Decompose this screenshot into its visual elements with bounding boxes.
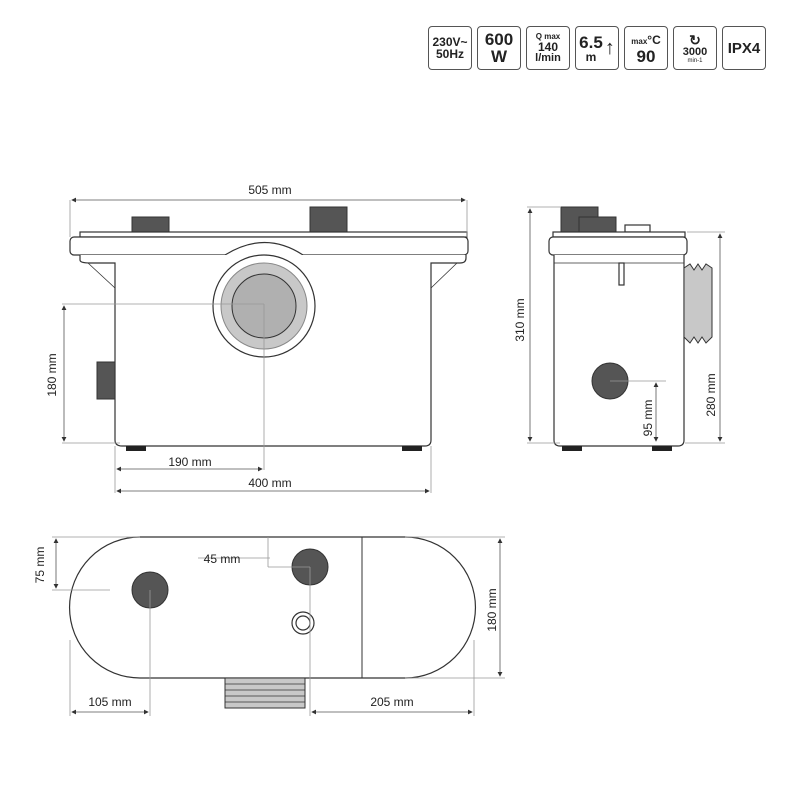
temperature-badge: max°C 90 bbox=[624, 26, 668, 70]
side-body bbox=[553, 255, 685, 447]
side-foot-right bbox=[652, 446, 672, 451]
side-slot bbox=[618, 262, 625, 286]
lid-plate bbox=[79, 231, 468, 238]
voltage: 230V~ bbox=[432, 35, 468, 49]
temp-label: max bbox=[631, 36, 648, 46]
front-view: 505 mm 180 mm 190 mm 400 mm bbox=[45, 183, 469, 494]
side-bellows bbox=[683, 263, 713, 344]
top-bellows bbox=[224, 677, 306, 709]
power-badge: 600 W bbox=[477, 26, 521, 70]
voltage-badge: 230V~ 50Hz bbox=[428, 26, 472, 70]
head-badge: 6.5 m ↑ bbox=[575, 26, 619, 70]
side-foot-left bbox=[562, 446, 582, 451]
lid-bulge bbox=[224, 241, 304, 256]
power-unit: W bbox=[490, 47, 508, 66]
front-top-port-right bbox=[309, 206, 348, 233]
ip-rating: IPX4 bbox=[727, 39, 761, 57]
dim-total-height: 310 mm bbox=[513, 298, 527, 341]
flow-label: Q max bbox=[535, 31, 561, 41]
speed-unit: min-1 bbox=[687, 57, 703, 64]
top-vent-inner bbox=[295, 615, 311, 631]
temp-unit: °C bbox=[647, 32, 661, 47]
temp-value: 90 bbox=[636, 46, 656, 66]
side-top-port-2 bbox=[578, 216, 617, 233]
dim-outlet-offset: 190 mm bbox=[168, 455, 211, 469]
spec-badges: 230V~ 50Hz 600 W Q max 140 l/min 6.5 m ↑… bbox=[428, 26, 766, 70]
speed-value: 3000 bbox=[682, 45, 708, 58]
side-lid-rim bbox=[548, 236, 688, 256]
dim-base-width: 400 mm bbox=[248, 476, 291, 490]
side-inlet bbox=[96, 361, 116, 400]
dim-right-offset: 205 mm bbox=[370, 695, 413, 709]
head-value: 6.5 bbox=[579, 32, 603, 52]
dim-inlet-offset: 45 mm bbox=[204, 552, 241, 566]
front-top-port-left bbox=[131, 216, 170, 233]
side-lid-plate bbox=[552, 231, 686, 238]
top-view: 75 mm 45 mm 180 mm 105 mm 205 mm bbox=[33, 536, 505, 716]
head-unit: m bbox=[585, 49, 597, 64]
ip-rating-badge: IPX4 bbox=[722, 26, 766, 70]
rotation-arrow-icon: ↻ bbox=[689, 31, 701, 48]
dim-outlet-height: 180 mm bbox=[45, 353, 59, 396]
flow-badge: Q max 140 l/min bbox=[526, 26, 570, 70]
dim-width: 505 mm bbox=[248, 183, 291, 197]
top-body bbox=[68, 536, 477, 679]
foot-right bbox=[402, 446, 422, 451]
foot-left bbox=[126, 446, 146, 451]
frequency: 50Hz bbox=[435, 47, 464, 61]
speed-badge: ↻ 3000 min-1 bbox=[673, 26, 717, 70]
flow-unit: l/min bbox=[535, 51, 561, 64]
dim-body-height: 280 mm bbox=[704, 373, 718, 416]
side-cap bbox=[624, 224, 651, 233]
arrow-up-icon: ↑ bbox=[604, 37, 615, 59]
dim-depth-offset: 75 mm bbox=[33, 547, 47, 584]
dim-left-offset: 105 mm bbox=[88, 695, 131, 709]
dim-inlet-height: 95 mm bbox=[641, 400, 655, 437]
power-value: 600 bbox=[484, 30, 514, 49]
dim-depth: 180 mm bbox=[485, 588, 499, 631]
flow-value: 140 bbox=[537, 39, 559, 54]
side-view: 310 mm 280 mm 95 mm bbox=[513, 206, 725, 451]
